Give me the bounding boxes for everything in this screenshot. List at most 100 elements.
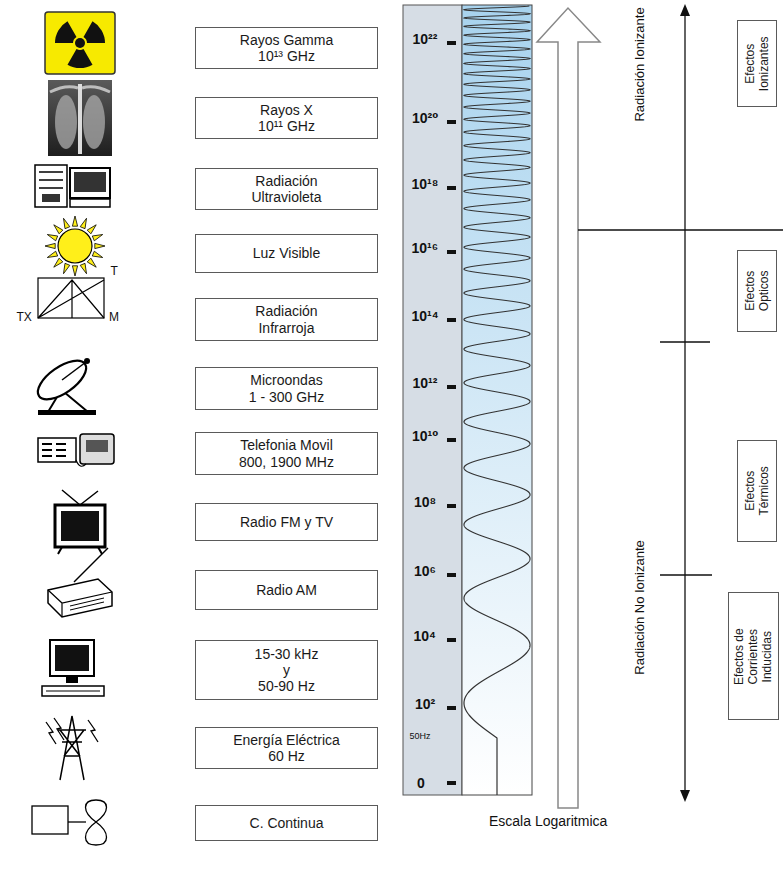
spectrum-band-box: 15-30 kHz y 50-90 Hz [195, 640, 378, 700]
band-label: 15-30 kHz y 50-90 Hz [255, 646, 319, 694]
dc-source-icon [32, 800, 107, 845]
xray-icon [83, 95, 105, 149]
mobile-phone-icon [38, 438, 76, 462]
scale-label: 0 [417, 775, 425, 791]
scale-tick [447, 504, 456, 508]
axis-line [684, 14, 685, 792]
scale-tick [447, 41, 456, 45]
uv-machine-icon [35, 165, 67, 207]
band-label: Radio AM [256, 582, 317, 598]
tv-icon [61, 511, 99, 541]
axis-line [660, 341, 710, 342]
icon-letter: TX [17, 311, 32, 325]
scale-tick [447, 250, 456, 254]
radio-icon [48, 590, 112, 617]
axis-arrowhead [680, 790, 690, 802]
uv-machine-icon [70, 199, 110, 207]
hollow-arrow [537, 8, 600, 808]
band-label: Microondas 1 - 300 GHz [249, 372, 324, 404]
band-label: Radiación Ultravioleta [251, 173, 321, 205]
power-tower-icon [46, 716, 98, 780]
tv-icon [58, 547, 102, 554]
mobile-phone-icon [76, 460, 86, 466]
radiation-icon [68, 49, 93, 68]
scale-tick [447, 706, 456, 710]
mobile-phone-icon [42, 444, 66, 456]
xray-icon [48, 80, 112, 156]
radio-icon [74, 548, 108, 582]
computer-icon [50, 640, 94, 676]
band-label: Energía Eléctrica 60 Hz [233, 732, 340, 764]
sun-icon [92, 251, 102, 257]
effect-box: Efectos de Corrientes Inducidas [728, 592, 779, 720]
mobile-phone-icon [86, 440, 108, 452]
dc-source-icon [86, 800, 107, 845]
effect-label: Efectos Térmicos [743, 466, 771, 515]
sun-icon [45, 216, 105, 276]
spectrum-band-box: Energía Eléctrica 60 Hz [195, 727, 378, 769]
band-label: Telefonia Movil 800, 1900 MHz [239, 437, 334, 469]
power-tower-icon [46, 718, 98, 744]
satellite-dish-icon [32, 353, 96, 415]
radio-icon [48, 579, 112, 617]
scale-tick [447, 385, 456, 389]
region-label: Radiación Ionizante [633, 7, 648, 121]
spectrum-band-box: Radiación Ultravioleta [195, 168, 378, 210]
tv-icon [62, 490, 98, 505]
scale-label: 10²⁰ [412, 110, 438, 126]
radiation-icon [75, 38, 85, 48]
sun-icon [80, 263, 86, 273]
sun-icon [47, 251, 57, 257]
effect-box: Efectos Térmicos [737, 440, 777, 542]
sun-icon [95, 243, 105, 248]
uv-machine-icon [74, 172, 106, 192]
computer-icon [42, 640, 104, 696]
spectrum-band-box: Rayos Gamma 10¹³ GHz [195, 27, 378, 69]
satellite-dish-icon [32, 353, 93, 406]
sun-icon [72, 216, 77, 226]
wave-panel [462, 5, 532, 795]
computer-icon [66, 676, 78, 683]
scale-tick [447, 781, 456, 785]
computer-icon [42, 686, 104, 696]
wave-panel [462, 5, 532, 795]
radiation-icon [84, 21, 106, 43]
link-triangle-icon [38, 278, 104, 318]
sun-icon [54, 258, 63, 267]
xray-icon [48, 80, 112, 156]
scale-label: 10⁶ [414, 563, 436, 579]
uv-machine-icon [70, 168, 110, 198]
satellite-dish-icon [84, 358, 90, 364]
sun-icon [87, 258, 96, 267]
uv-machine-icon [42, 194, 60, 202]
axis-line [578, 229, 783, 230]
axis-arrowhead [680, 4, 690, 16]
band-label: C. Continua [250, 815, 324, 831]
band-label: Radiación Infrarroja [255, 303, 317, 335]
scale-tick [447, 638, 456, 642]
radiation-icon [45, 12, 115, 74]
sun-icon [47, 235, 57, 241]
band-label: Luz Visible [253, 245, 320, 261]
scale-tick [447, 186, 456, 190]
band-label: Rayos Gamma 10¹³ GHz [240, 32, 333, 64]
scale-label: 10⁸ [414, 494, 436, 510]
dc-source-icon [32, 806, 68, 834]
scale-label: 10¹⁰ [412, 428, 438, 444]
sun-icon [72, 266, 77, 276]
axis-arrowhead [680, 4, 690, 802]
band-label: Rayos X 10¹¹ GHz [258, 102, 315, 134]
sun-icon [64, 218, 70, 228]
computer-icon [55, 645, 89, 671]
spectrum-band-box: Radio AM [195, 570, 378, 610]
scale-tick [447, 318, 456, 322]
dc-source-icon [68, 821, 86, 822]
scale-label: 10¹⁸ [412, 176, 439, 192]
scale-strip [403, 5, 462, 795]
spectrum-band-box: Microondas 1 - 300 GHz [195, 367, 378, 410]
xray-icon [78, 84, 82, 154]
effect-box: Efectos Opticos [737, 250, 777, 332]
sun-icon [45, 216, 105, 276]
